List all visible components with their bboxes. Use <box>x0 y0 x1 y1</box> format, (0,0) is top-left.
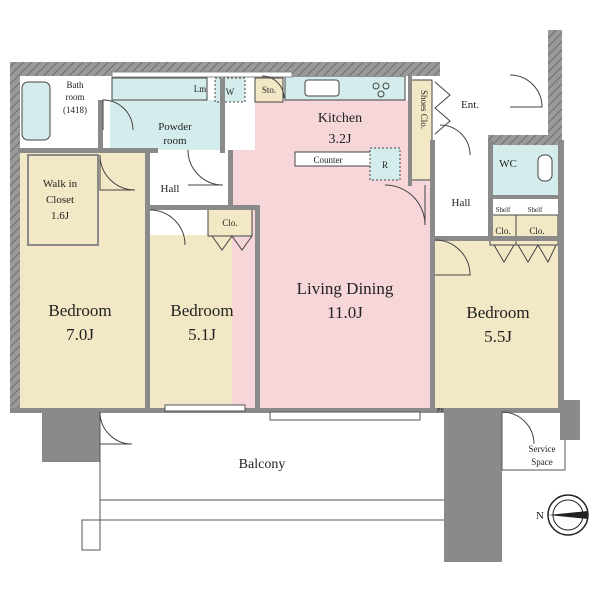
wall <box>432 236 560 241</box>
ps-label: PS <box>437 408 444 414</box>
bath-area-label: (1418) <box>63 105 87 115</box>
walk-in-size-label: 1.6J <box>51 210 70 222</box>
kitchen-floor <box>255 100 415 155</box>
bathtub <box>21 81 51 141</box>
storage-label: Sto. <box>262 85 276 95</box>
fridge-label: R <box>382 160 388 170</box>
closet-middle-label: Clo. <box>222 218 237 228</box>
kitchen-counter <box>284 75 406 101</box>
sink <box>304 79 340 97</box>
living-dining-size: 11.0J <box>327 303 363 322</box>
fridge <box>369 147 401 181</box>
door-swing <box>99 411 133 445</box>
laundry-label: Lm <box>194 84 207 94</box>
window <box>269 411 421 421</box>
door-swing <box>501 411 535 445</box>
wall-right-upper <box>548 30 562 140</box>
bedroom-left-size: 7.0J <box>66 325 94 344</box>
walk-in-closet-label: Closet <box>46 194 74 206</box>
balcony-pillar-left <box>42 412 100 462</box>
wall <box>145 150 150 410</box>
closet-folding-door <box>434 81 451 135</box>
compass-north-label: N <box>536 510 544 522</box>
wall-right-mid <box>488 135 562 145</box>
wall <box>488 140 493 240</box>
powder-room-label: Powder <box>158 121 192 133</box>
kitchen-size-label: 3.2J <box>329 132 353 147</box>
hall-left-label: Hall <box>161 183 180 195</box>
wall <box>228 150 233 205</box>
wc-label: WC <box>499 158 517 170</box>
walk-in-closet-floor <box>27 154 99 246</box>
counter-label: Counter <box>314 155 343 165</box>
hall-right-label: Hall <box>452 197 471 209</box>
shelf-label-1: Shelf <box>496 206 511 214</box>
walk-in-label: Walk in <box>43 178 78 190</box>
living-dining-label: Living Dining <box>297 279 394 298</box>
bath-room-label: room <box>66 92 85 102</box>
door-swing <box>434 239 471 276</box>
service-space-sub-label: Space <box>531 457 553 467</box>
window <box>164 404 246 412</box>
door-swing <box>99 154 136 191</box>
stove-burner <box>372 82 380 90</box>
powder-room-floor <box>110 100 220 150</box>
door-swing <box>261 75 285 99</box>
wall <box>408 76 412 186</box>
bedroom-middle-size: 5.1J <box>188 325 216 344</box>
bedroom-right-label: Bedroom <box>466 303 529 322</box>
wall-right <box>558 140 564 410</box>
living-dining-floor <box>232 150 432 410</box>
bedroom-right-floor <box>432 240 562 410</box>
closet-folding-door <box>211 235 253 251</box>
balcony-label: Balcony <box>239 457 286 472</box>
stove-burner <box>377 90 385 98</box>
wall <box>18 148 158 153</box>
compass-icon <box>547 494 589 536</box>
door-swing <box>439 124 471 156</box>
door-swing <box>384 184 426 226</box>
wall <box>255 205 260 410</box>
closet-right-2-label: Clo. <box>529 226 544 236</box>
door-swing <box>187 149 224 186</box>
closet-folding-door <box>517 244 557 264</box>
wall-bottom <box>10 408 562 413</box>
wall <box>488 195 560 199</box>
bedroom-right-size: 5.5J <box>484 327 512 346</box>
door-swing <box>149 209 186 246</box>
window <box>111 71 293 78</box>
bedroom-middle-label: Bedroom <box>170 301 233 320</box>
shoes-closet-label: Shoes Clo. <box>419 90 429 129</box>
wall <box>98 100 103 150</box>
stove-burner <box>382 82 390 90</box>
door-swing <box>102 99 134 131</box>
toilet <box>537 154 553 182</box>
powder-room-sub-label: room <box>163 135 187 147</box>
closet-middle <box>207 207 253 237</box>
wall-left <box>10 62 20 412</box>
storage <box>254 77 284 103</box>
vanity <box>111 77 208 101</box>
bath-label: Bath <box>67 80 84 90</box>
washer-label: W <box>226 87 235 97</box>
entrance-label: Ent. <box>461 99 479 111</box>
balcony-pillar-right <box>444 412 502 562</box>
kitchen-label: Kitchen <box>318 111 362 126</box>
closet-folding-door <box>493 244 515 263</box>
service-space-wall <box>560 400 580 440</box>
closet-right-1-label: Clo. <box>495 226 510 236</box>
service-space-label: Service <box>529 444 556 454</box>
wall <box>220 78 225 153</box>
wall <box>150 205 260 210</box>
door-swing <box>509 74 543 108</box>
bedroom-left-label: Bedroom <box>48 301 111 320</box>
service-space-outline <box>501 412 566 471</box>
balcony-outline <box>81 412 444 551</box>
shelf-label-2: Shelf <box>528 206 543 214</box>
wall <box>430 140 435 410</box>
